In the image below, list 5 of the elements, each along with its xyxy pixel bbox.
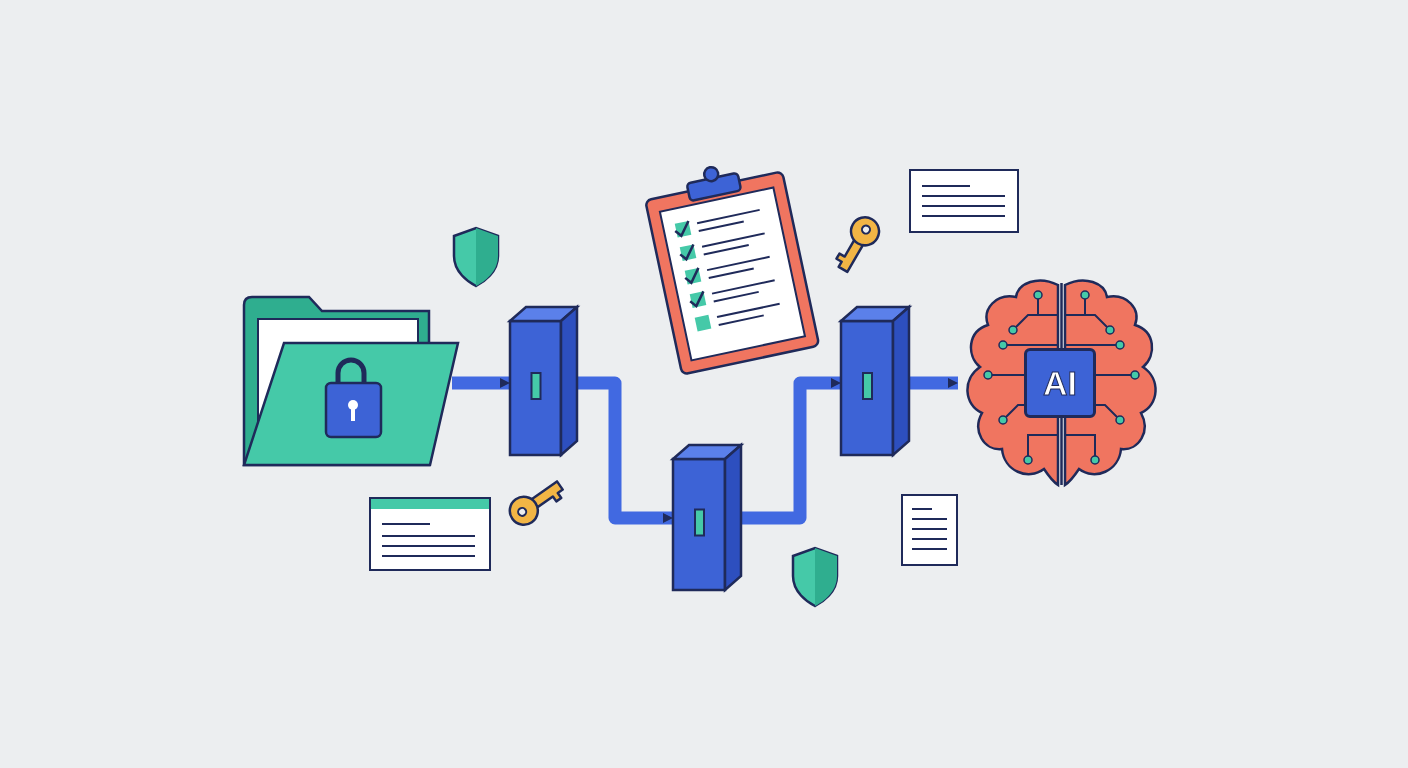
locked-folder-drawing bbox=[244, 297, 458, 465]
chip-label: AI bbox=[1024, 348, 1096, 418]
pipe-arrow bbox=[452, 376, 510, 390]
pipe-arrow bbox=[741, 376, 841, 525]
pipe-arrow bbox=[577, 376, 673, 525]
